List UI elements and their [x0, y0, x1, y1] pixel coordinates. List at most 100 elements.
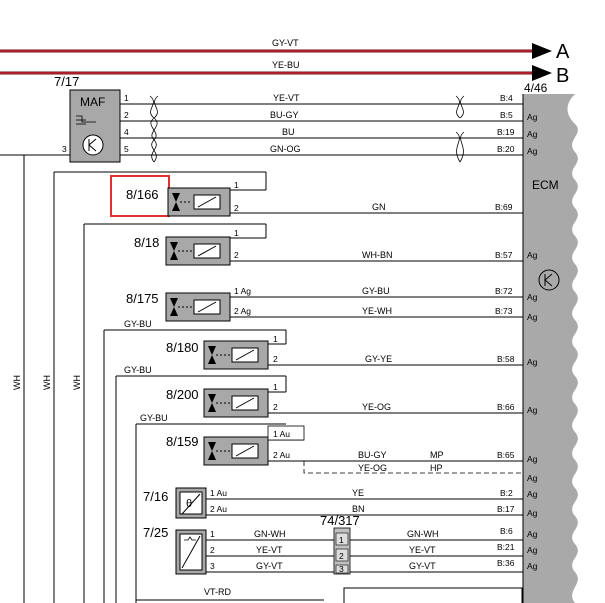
svg-text:B:57: B:57: [495, 250, 513, 260]
solenoid-icon: [170, 242, 221, 260]
svg-text:2: 2: [234, 203, 239, 213]
wire-label-wh-3: WH: [72, 375, 82, 390]
svg-text:B:6: B:6: [500, 526, 513, 536]
bus-wire-a-label: GY-VT: [272, 38, 299, 48]
svg-text:1: 1: [339, 535, 344, 545]
valve-id: 8/175: [126, 291, 159, 306]
gy-bu-branches: GY-BU GY-BU GY-BU: [103, 319, 286, 603]
svg-text:1: 1: [273, 382, 278, 392]
svg-text:Ag: Ag: [527, 146, 538, 156]
svg-text:HP: HP: [430, 463, 443, 473]
svg-text:B:36: B:36: [497, 558, 515, 568]
maf-pin-row-1: 1 YE-VT B:4: [120, 93, 523, 105]
svg-text:2 Ag: 2 Ag: [234, 306, 251, 316]
svg-text:B:69: B:69: [495, 202, 513, 212]
svg-text:Ag: Ag: [527, 357, 538, 367]
svg-text:BU-GY: BU-GY: [358, 450, 387, 460]
maf-transistor-icon: [82, 134, 104, 156]
maf-ecm-pin: B:20: [497, 144, 515, 154]
bus-wire-b-label: YE-BU: [272, 60, 300, 70]
valve-8-175: 8/175 1 Ag GY-BU B:72 2 Ag YE-WH B:73: [126, 286, 523, 322]
svg-text:1 Au: 1 Au: [210, 488, 227, 498]
svg-text:Ag: Ag: [527, 405, 538, 415]
sensor-id: 7/16: [143, 489, 168, 504]
maf-wire-label: YE-VT: [273, 93, 300, 103]
svg-text:Ag: Ag: [527, 129, 538, 139]
svg-text:2 Au: 2 Au: [273, 450, 290, 460]
svg-text:2: 2: [273, 354, 278, 364]
maf-pin-number: 5: [124, 144, 129, 154]
svg-text:B:58: B:58: [497, 354, 515, 364]
ecm-ref-label: 4/46: [524, 81, 548, 95]
svg-text:2: 2: [273, 402, 278, 412]
svg-text:B:17: B:17: [497, 504, 515, 514]
twisted-pair-icon: [149, 95, 465, 163]
svg-text:1: 1: [234, 228, 239, 238]
ground-tags: Ag Ag Ag Ag Ag Ag Ag Ag Ag Ag Ag Ag Ag A…: [527, 112, 538, 571]
svg-text:GN: GN: [372, 202, 386, 212]
arrow-a-icon: [532, 43, 552, 59]
maf-pin-number: 2: [124, 110, 129, 120]
svg-text:YE: YE: [352, 488, 364, 498]
pedal-sensor-7-25: 7/25 74/317 1 GN-WH 1 GN-WH B:6 2 YE-VT …: [136, 513, 523, 603]
svg-text:2: 2: [234, 250, 239, 260]
bus-wire-a: GY-VT A: [0, 38, 570, 63]
maf-pin-row-5: 5 GN-OG B:20: [120, 144, 523, 156]
maf-pin-number: 1: [124, 93, 129, 103]
maf-ecm-pin: B:5: [500, 110, 513, 120]
sensor-id: 7/25: [143, 525, 168, 540]
svg-text:1: 1: [234, 180, 239, 190]
valve-id: 8/159: [166, 434, 199, 449]
solenoid-icon: [208, 346, 259, 364]
svg-text:1: 1: [210, 529, 215, 539]
svg-text:YE-VT: YE-VT: [256, 545, 283, 555]
vertical-wh-wires: WH WH WH: [12, 155, 266, 603]
valve-8-18: 8/18 1 2 WH-BN B:57: [134, 224, 523, 266]
svg-text:B:73: B:73: [495, 306, 513, 316]
svg-text:Ag: Ag: [527, 561, 538, 571]
svg-text:Ag: Ag: [527, 454, 538, 464]
valve-8-180: 8/180 1 2 GY-YE B:58: [166, 330, 523, 370]
svg-text:B:2: B:2: [500, 488, 513, 498]
wire-label-wh-1: WH: [12, 375, 22, 390]
svg-text:GY-YE: GY-YE: [365, 354, 392, 364]
maf-pin-number: 4: [124, 127, 129, 137]
svg-text:BN: BN: [352, 504, 365, 514]
svg-text:Ag: Ag: [527, 112, 538, 122]
valve-8-200: 8/200 1 2 YE-OG B:66: [166, 376, 523, 418]
svg-text:1 Ag: 1 Ag: [234, 286, 251, 296]
svg-text:2 Au: 2 Au: [210, 504, 227, 514]
svg-text:YE-OG: YE-OG: [358, 463, 387, 473]
svg-text:θ: θ: [186, 498, 192, 510]
svg-text:Ag: Ag: [527, 473, 538, 483]
maf-component-id: 7/17: [54, 74, 79, 89]
thermistor-icon: θ: [179, 491, 203, 515]
maf-ecm-pin: B:19: [497, 127, 515, 137]
svg-text:GN-WH: GN-WH: [254, 529, 286, 539]
arrow-b-icon: [532, 65, 552, 81]
ecm-label: ECM: [532, 178, 559, 192]
svg-text:Ag: Ag: [527, 529, 538, 539]
maf-ecm-pin: B:4: [500, 93, 513, 103]
airflow-icon: [76, 115, 96, 125]
connector-id: 74/317: [320, 513, 360, 528]
svg-text:Ag: Ag: [527, 250, 538, 260]
solenoid-icon: [172, 193, 221, 211]
maf-wire-label: BU-GY: [270, 110, 299, 120]
svg-text:VT-RD: VT-RD: [204, 587, 232, 597]
svg-text:1: 1: [273, 334, 278, 344]
maf-name: MAF: [80, 95, 105, 109]
svg-text:3: 3: [339, 564, 344, 574]
maf-wire-label: GN-OG: [270, 144, 301, 154]
potentiometer-icon: [179, 533, 203, 571]
svg-text:Ag: Ag: [527, 489, 538, 499]
valve-id: 8/18: [134, 235, 159, 250]
svg-text:GY-BU: GY-BU: [124, 319, 152, 329]
svg-text:MP: MP: [430, 450, 444, 460]
svg-text:2: 2: [339, 551, 344, 561]
svg-text:Ag: Ag: [527, 312, 538, 322]
svg-text:2: 2: [210, 545, 215, 555]
svg-text:WH-BN: WH-BN: [362, 250, 393, 260]
valve-id: 8/166: [126, 187, 159, 202]
